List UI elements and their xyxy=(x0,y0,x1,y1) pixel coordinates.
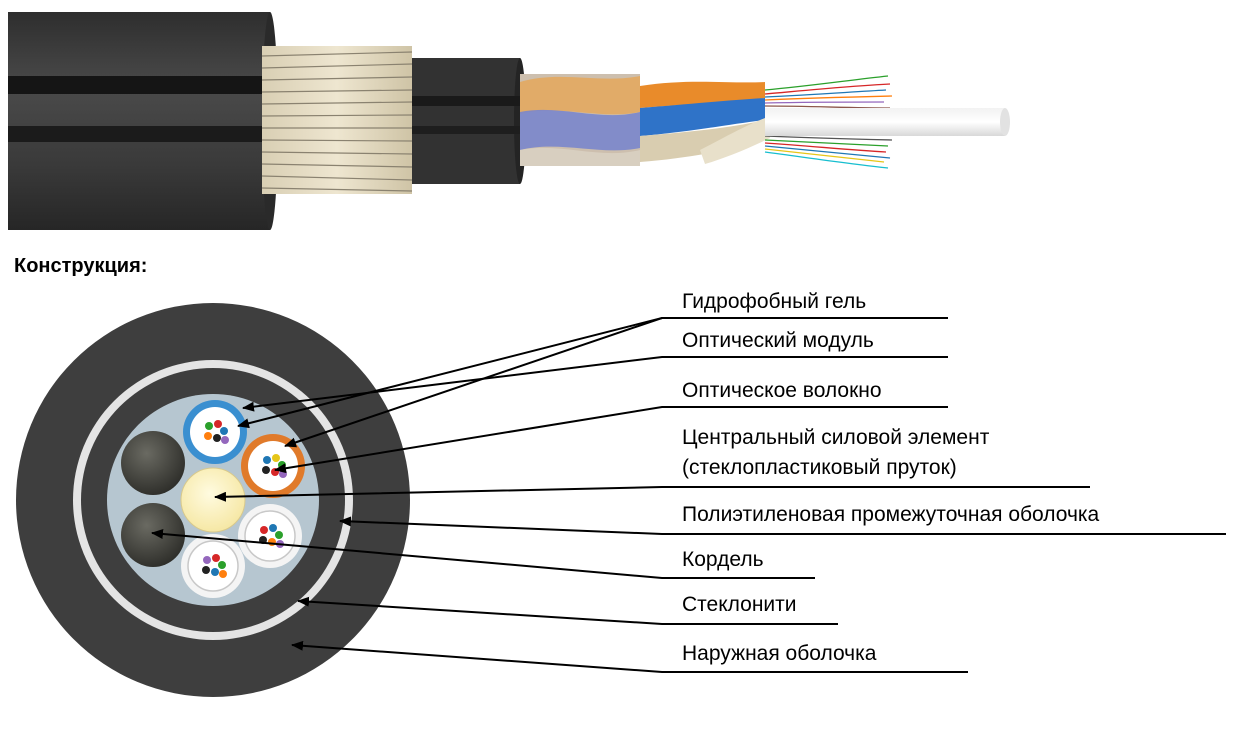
construction-heading: Конструкция: xyxy=(14,255,147,277)
leader-glass-yarn xyxy=(297,596,838,625)
optical-module-blue xyxy=(183,400,247,464)
leader-optical-module-2 xyxy=(284,317,663,448)
outer-jacket-section xyxy=(8,12,278,230)
optical-module-orange xyxy=(241,434,305,498)
label-central-strength-member-line2: (стеклопластиковый пруток) xyxy=(682,456,957,479)
leader-central-strength-member xyxy=(214,486,1090,502)
cable-cross-section xyxy=(16,303,410,697)
central-rod-section xyxy=(765,108,1010,136)
label-optical-module: Оптический модуль xyxy=(682,329,874,352)
leader-optical-fiber xyxy=(274,406,948,474)
optical-modules-section xyxy=(640,81,770,164)
leader-pe-inner-sheath xyxy=(339,516,1226,535)
cable-photo xyxy=(8,12,1010,230)
leader-lines xyxy=(151,317,1226,673)
glass-yarn-section xyxy=(261,46,413,194)
label-filler-cord: Кордель xyxy=(682,548,764,571)
label-outer-sheath: Наружная оболочка xyxy=(682,642,877,665)
leader-optical-module xyxy=(242,356,948,412)
label-optical-fiber: Оптическое волокно xyxy=(682,379,882,402)
labels: Гидрофобный гель Оптический модуль Оптич… xyxy=(682,290,1100,665)
label-central-strength-member: Центральный силовой элемент xyxy=(682,426,990,449)
leader-filler-cord xyxy=(151,528,815,579)
module-wrap-section xyxy=(520,74,640,166)
leader-outer-sheath xyxy=(291,640,968,673)
label-pe-inner-sheath: Полиэтиленовая промежуточная оболочка xyxy=(682,503,1100,526)
label-glass-yarn: Стеклонити xyxy=(682,593,797,616)
inner-sheath-section xyxy=(412,58,526,184)
optical-module-white-bottom xyxy=(181,534,245,598)
optical-module-white-right xyxy=(238,504,302,568)
filler-cord-top xyxy=(121,431,185,495)
label-hydrophobic-gel: Гидрофобный гель xyxy=(682,290,866,313)
optical-fibers xyxy=(764,75,893,169)
central-strength-member-circle xyxy=(180,467,246,533)
